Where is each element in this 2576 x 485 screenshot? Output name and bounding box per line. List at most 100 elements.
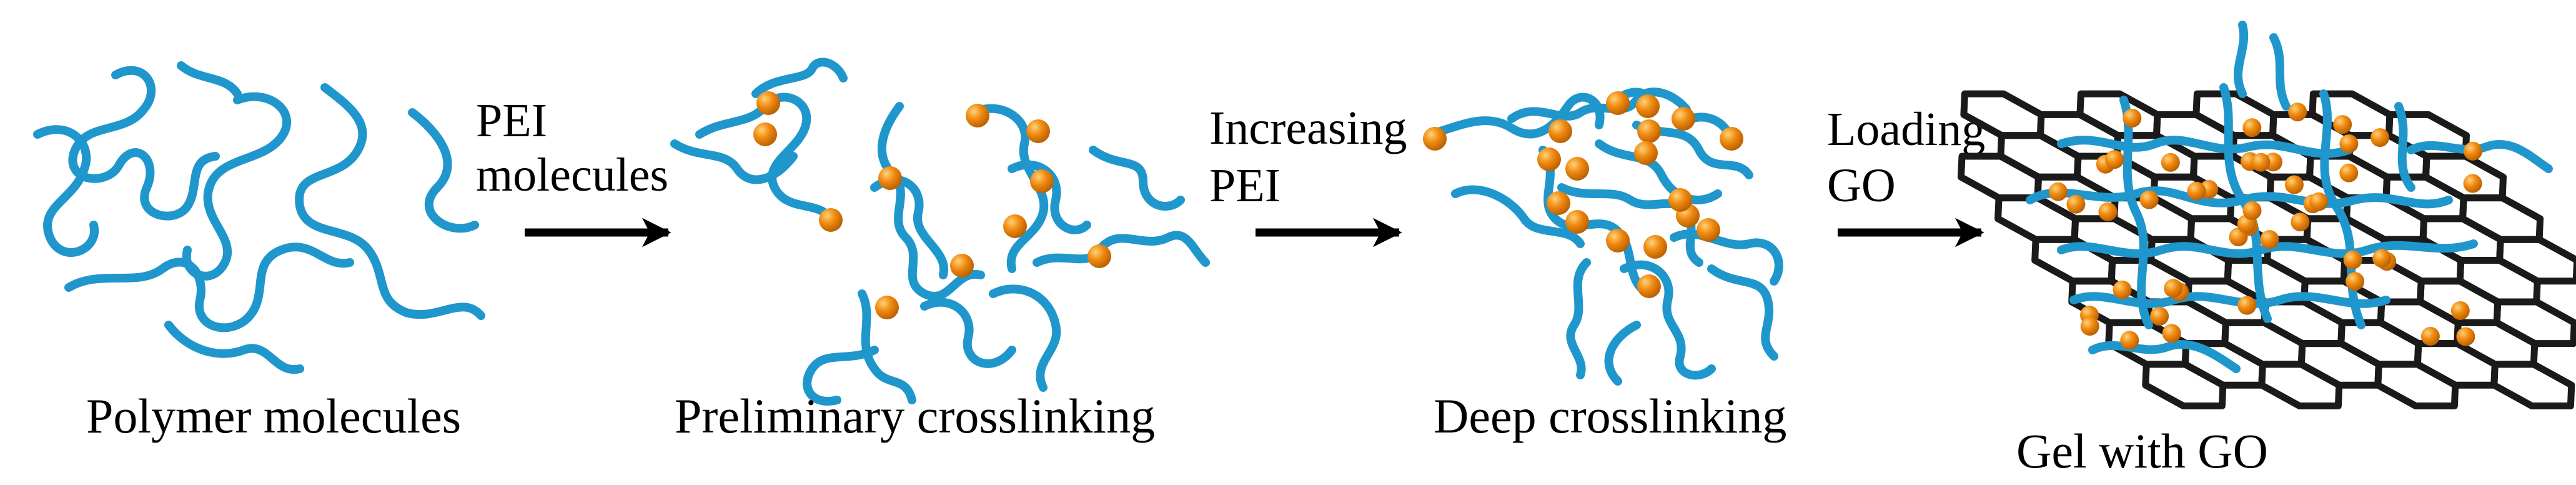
polymer-chain [1595, 139, 1722, 204]
arrow-1-label-line1: PEI [476, 94, 547, 147]
lattice-hexagon [2419, 215, 2504, 264]
pei-bead [2150, 307, 2169, 326]
lattice-hexagon [2142, 361, 2227, 409]
pei-bead [1565, 157, 1589, 181]
lattice-hexagon [2414, 340, 2499, 389]
arrow-step-3: Loading GO [1827, 103, 1985, 248]
stage-deep-crosslinking [1423, 88, 1783, 386]
pei-bead [2105, 150, 2124, 169]
pei-bead [2464, 141, 2482, 161]
stage-polymer-molecules [33, 61, 485, 374]
arrow-step-1: PEI molecules [476, 94, 671, 248]
polymer-chain [695, 92, 835, 223]
polymer-chain [2394, 102, 2415, 192]
lattice-hexagon [2076, 90, 2161, 139]
caption-gel-with-go: Gel with GO [2016, 424, 2268, 478]
pei-bead [1606, 91, 1630, 115]
polymer-chain [408, 108, 479, 233]
pei-bead [1634, 141, 1658, 165]
polymer-chain [1604, 321, 1641, 386]
polymer-chains [2026, 21, 2553, 373]
pei-bead [1423, 127, 1447, 151]
pei-bead [2139, 190, 2159, 209]
pei-bead [1565, 210, 1589, 234]
pei-bead [2164, 279, 2183, 298]
polymer-chain [164, 321, 304, 374]
polymer-chain [2088, 339, 2241, 373]
pei-bead [1548, 119, 1572, 143]
pei-bead [2346, 272, 2365, 291]
pei-bead [1668, 188, 1692, 212]
pei-bead [2113, 280, 2132, 299]
polymer-chain [1566, 258, 1591, 379]
polymer-chain [33, 125, 99, 257]
pei-bead [2120, 331, 2139, 350]
caption-polymer-molecules: Polymer molecules [86, 389, 461, 443]
pei-bead [2309, 192, 2329, 211]
caption-preliminary-crosslinking: Preliminary crosslinking [675, 389, 1155, 443]
pei-bead [2291, 212, 2310, 232]
lattice-hexagon [2377, 298, 2462, 348]
pei-bead [2162, 324, 2181, 343]
pei-bead [1637, 274, 1661, 298]
pei-bead [2260, 230, 2279, 249]
pei-beads [1423, 91, 1743, 298]
lattice-hexagon [2456, 257, 2541, 306]
pei-bead [2463, 174, 2482, 193]
lattice-hexagon [2459, 194, 2544, 243]
polymer-chain [920, 298, 1016, 368]
lattice-hexagon [2037, 111, 2121, 160]
polymer-chain [2407, 140, 2553, 173]
polymer-chain [2057, 136, 2353, 158]
polymer-chain [1033, 231, 1210, 267]
pei-bead [1030, 169, 1054, 193]
pei-bead [1003, 214, 1027, 238]
pei-bead [2288, 102, 2307, 122]
polymer-chains [33, 61, 485, 374]
polymer-chain [2119, 96, 2153, 329]
lattice-hexagon [2422, 152, 2507, 202]
arrow-2-label-line1: Increasing [1209, 102, 1407, 154]
lattice-hexagon [2490, 361, 2575, 409]
pei-bead [2161, 152, 2180, 172]
pei-bead [2098, 202, 2118, 221]
polymer-chain [803, 346, 879, 406]
polymer-chains [1426, 88, 1783, 386]
polymer-chain [2219, 83, 2272, 323]
arrow-3-label-line2: GO [1827, 159, 1896, 212]
polymer-chain [64, 242, 354, 332]
polymer-chain [1089, 146, 1185, 211]
pei-bead [1697, 218, 1720, 242]
pei-bead [753, 122, 777, 146]
pei-bead [2242, 118, 2262, 138]
pei-beads [753, 91, 1111, 319]
pei-beads [2048, 102, 2482, 350]
polymer-chain [1538, 146, 1653, 298]
pei-bead [1636, 94, 1660, 118]
pei-bead [2066, 194, 2086, 214]
pei-bead [966, 104, 989, 128]
lattice-hexagon [2297, 340, 2382, 389]
polymer-chains [670, 58, 1210, 406]
polymer-chain [877, 102, 985, 301]
polymer-chain [751, 58, 848, 98]
pei-bead [2339, 134, 2359, 153]
arrow-1-label-line2: molecules [476, 149, 668, 201]
pei-bead [2284, 175, 2304, 194]
pei-bead [1026, 119, 1050, 143]
pei-bead [878, 166, 902, 190]
polymer-chain [1426, 92, 1605, 139]
arrow-3-label-line1: Loading [1827, 103, 1985, 156]
arrow-2-label-line2: PEI [1209, 159, 1281, 212]
polymer-chain [1451, 185, 1585, 248]
polymer-chain [177, 61, 242, 98]
caption-deep-crosslinking: Deep crosslinking [1434, 389, 1786, 443]
polymer-chain [670, 139, 798, 184]
polymer-chain [1707, 264, 1778, 361]
pei-bead [1606, 229, 1630, 252]
pei-bead [2237, 296, 2257, 315]
polymer-chain [2069, 292, 2390, 308]
pei-bead [2420, 327, 2440, 346]
pei-bead [2372, 249, 2392, 268]
